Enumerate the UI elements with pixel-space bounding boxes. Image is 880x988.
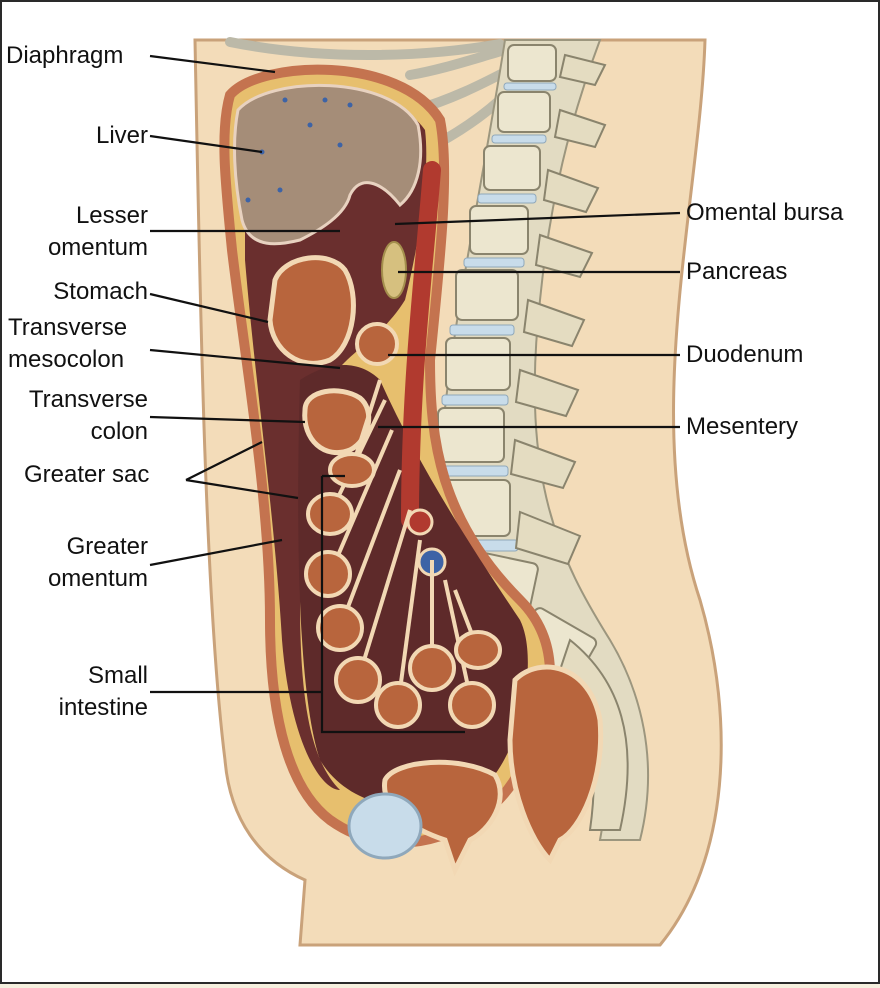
label-stomach: Stomach [53,278,148,305]
pubic-bone [347,792,423,860]
liver-vessels [245,97,353,203]
aorta-cross-section [406,508,434,536]
label-greater-omentum: Greater omentum [47,533,148,592]
leader-lines [149,54,681,734]
transverse-colon [302,388,372,456]
label-small-intestine: Small intestine [58,662,148,721]
liver [233,83,423,246]
label-greater-sac: Greater sac [24,461,150,488]
small-intestine-loops [304,452,502,729]
label-duodenum: Duodenum [686,341,804,368]
label-transverse-colon: Transverse colon [28,386,148,445]
label-diaphragm: Diaphragm [6,42,124,69]
label-liver: Liver [95,122,148,149]
stomach [267,255,356,366]
label-transverse-mesocolon: Transverse mesocolon [8,314,128,373]
pancreas [381,241,407,299]
aorta [401,161,441,529]
label-mesentery: Mesentery [686,413,799,440]
label-lesser-omentum: Lesser omentum [47,202,148,261]
label-pancreas: Pancreas [686,258,788,285]
label-omental-bursa: Omental bursa [686,199,844,226]
duodenum [355,322,399,366]
rectum [507,664,604,865]
